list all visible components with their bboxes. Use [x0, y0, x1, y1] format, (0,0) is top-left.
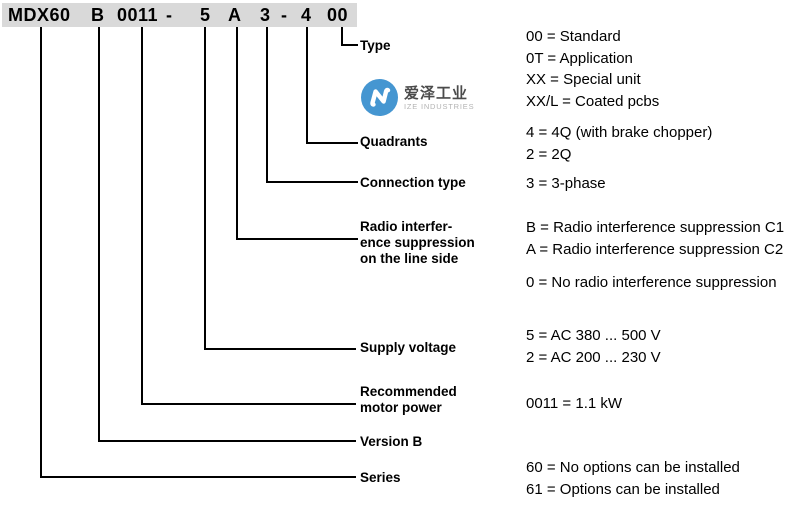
values-voltage: 5 = AC 380 ... 500 V 2 = AC 200 ... 230 …	[526, 325, 661, 369]
label-power: Recommended motor power	[360, 384, 457, 416]
connector-series-hline	[40, 476, 356, 478]
value-type-0t: 0T = Application	[526, 49, 633, 67]
value-connection-3: 3 = 3-phase	[526, 175, 606, 192]
connector-quadrants-vline	[306, 27, 308, 144]
code-segment-series: MDX60	[8, 5, 71, 25]
label-power-line2: motor power	[360, 400, 442, 415]
label-suppression-line2: ence suppression	[360, 235, 475, 250]
label-suppression: Radio interfer- ence suppression on the …	[360, 219, 475, 267]
value-type-00: 00 = Standard	[526, 28, 621, 45]
label-voltage: Supply voltage	[360, 340, 457, 355]
value-suppression-b: B = Radio interference suppression C1	[526, 219, 785, 236]
values-power: 0011 = 1.1 kW	[526, 393, 622, 415]
connector-version-vline	[98, 27, 100, 442]
value-voltage-5: 5 = AC 380 ... 500 V	[526, 327, 661, 344]
label-version: Version B	[360, 434, 423, 449]
value-series-61: 61 = Options can be installed	[526, 481, 720, 498]
connector-voltage-hline	[204, 348, 356, 350]
value-series-60: 60 = No options can be installed	[526, 459, 740, 476]
label-suppression-line3: on the line side	[360, 251, 459, 266]
value-quadrants-2: 2 = 2Q	[526, 146, 572, 163]
label-power-line1: Recommended	[360, 384, 457, 399]
code-segment-type: 00	[327, 5, 349, 25]
value-quadrants-4: 4 = 4Q (with brake chopper)	[526, 124, 713, 141]
code-segment-version: B	[91, 5, 105, 25]
values-quadrants: 4 = 4Q (with brake chopper) 2 = 2Q	[526, 122, 712, 166]
watermark-logo: 爱泽工业 IZE INDUSTRIES	[361, 79, 474, 116]
value-suppression-a: A = Radio interference suppression C2	[526, 241, 784, 258]
connector-version-hline	[98, 440, 356, 442]
code-segment-suppression: A	[228, 5, 242, 25]
connector-connection-hline	[266, 181, 358, 183]
connector-type-vline	[341, 27, 343, 46]
label-series: Series	[360, 470, 401, 485]
connector-type-hline	[341, 44, 358, 46]
connector-connection-vline	[266, 27, 268, 183]
values-suppression: B = Radio interference suppression C1 A …	[526, 217, 784, 261]
connector-suppression-hline	[236, 238, 358, 240]
code-segment-voltage: 5	[200, 5, 211, 25]
label-type: Type	[360, 38, 391, 53]
code-segment-dash1: -	[166, 5, 173, 25]
value-type-xx: XX = Special unit	[526, 71, 641, 88]
connector-power-vline	[141, 27, 143, 405]
label-quadrants: Quadrants	[360, 134, 428, 149]
code-segment-connection: 3	[260, 5, 271, 25]
ize-logo-icon	[361, 79, 398, 116]
model-code-bar: MDX60 B 0011 - 5 A 3 - 4 00	[2, 3, 357, 27]
values-connection: 3 = 3-phase	[526, 173, 606, 195]
connector-series-vline	[40, 27, 42, 478]
value-voltage-2: 2 = AC 200 ... 230 V	[526, 349, 661, 366]
connector-voltage-vline	[204, 27, 206, 350]
ize-logo-cn: 爱泽工业	[404, 84, 469, 102]
connector-power-hline	[141, 403, 356, 405]
connector-quadrants-hline	[306, 142, 358, 144]
code-segment-power: 0011	[117, 5, 159, 25]
ize-logo-text: 爱泽工业 IZE INDUSTRIES	[404, 85, 474, 111]
code-segment-dash2: -	[281, 5, 288, 25]
value-suppression-0: 0 = No radio interference suppression	[526, 274, 777, 291]
code-segment-quadrants: 4	[301, 5, 312, 25]
label-suppression-line1: Radio interfer-	[360, 219, 453, 234]
value-type-xxl: XX/L = Coated pcbs	[526, 92, 660, 110]
connector-suppression-vline	[236, 27, 238, 240]
values-suppression-none: 0 = No radio interference suppression	[526, 272, 777, 294]
ize-logo-en: IZE INDUSTRIES	[404, 101, 475, 111]
values-series: 60 = No options can be installed 61 = Op…	[526, 457, 740, 501]
values-type: 00 = Standard 0T = Application XX = Spec…	[526, 26, 659, 112]
label-connection: Connection type	[360, 175, 466, 190]
value-power-0011: 0011 = 1.1 kW	[526, 395, 623, 412]
